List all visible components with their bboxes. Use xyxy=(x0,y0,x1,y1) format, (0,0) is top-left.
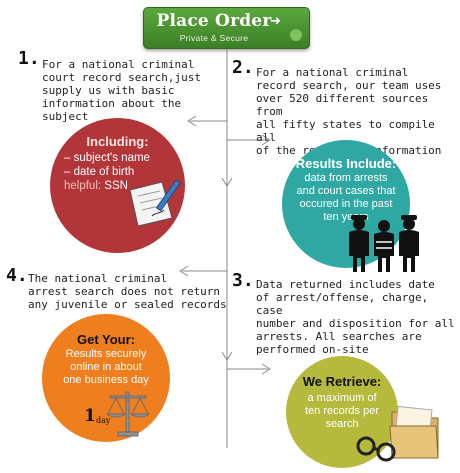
step3-text: Data returned includes date of arrest/of… xyxy=(256,278,456,356)
including-title: Including: xyxy=(86,134,149,149)
results-include-title: Results Include: xyxy=(295,156,397,171)
step2-number: 2. xyxy=(232,57,254,78)
we-retrieve-line: a maximum of xyxy=(307,392,377,404)
document-pen-icon xyxy=(129,179,181,227)
place-order-button[interactable]: Place Order ➜ Private & Secure xyxy=(143,7,310,49)
get-your-line: one business day xyxy=(63,374,149,386)
including-item: – date of birth xyxy=(64,166,135,178)
results-line: occured in the past xyxy=(299,198,393,210)
step3-line: performed on-site xyxy=(256,343,369,356)
results-line: and court cases that xyxy=(296,185,396,197)
get-your-line: Results securely xyxy=(65,348,147,360)
helpful-value: SSN xyxy=(104,180,128,192)
step2-line: over 520 different sources from xyxy=(256,92,429,118)
step4-circle: Get Your: Results securely online in abo… xyxy=(42,314,170,442)
step4-number: 4. xyxy=(6,265,28,286)
results-line: data from arrests xyxy=(304,172,388,184)
step3-line: number and disposition for all xyxy=(256,317,455,330)
step4-text: The national criminal arrest search does… xyxy=(28,272,228,311)
step4-line: The national criminal xyxy=(28,272,168,285)
step1-line: supply us with basic xyxy=(42,84,175,97)
including-list: – subject's name – date of birth helpful… xyxy=(64,151,150,193)
step4-line: any juvenile or sealed records xyxy=(28,298,227,311)
we-retrieve-body: a maximum of ten records per search xyxy=(286,392,398,431)
we-retrieve-title: We Retrieve: xyxy=(302,374,382,389)
one-day-word: day xyxy=(96,416,111,425)
one-day-number: 1 xyxy=(84,406,96,426)
step1-line: subject xyxy=(42,110,89,123)
step2-text: For a national criminal record search, o… xyxy=(256,66,456,157)
step3-number: 3. xyxy=(232,270,254,291)
helpful-label: helpful: xyxy=(64,180,102,192)
step1-text: For a national criminal court record sea… xyxy=(42,58,222,123)
police-arrest-icon xyxy=(349,215,419,272)
step1-line: court record search,just xyxy=(42,71,201,84)
step2-line: all fifty states to compile all xyxy=(256,118,435,144)
arrow-right-icon: ➜ xyxy=(270,14,281,29)
step2-line: record search, our team uses xyxy=(256,79,442,92)
checkmark-badge-icon xyxy=(290,29,302,41)
get-your-title: Get Your: xyxy=(76,332,136,347)
get-your-line: online in about xyxy=(70,361,142,373)
helpful-row: helpful: SSN xyxy=(64,179,150,193)
step1-circle: Including: – subject's name – date of bi… xyxy=(50,118,185,253)
step2-line: For a national criminal xyxy=(256,66,409,79)
step3-line: of arrest/offense, charge, case xyxy=(256,291,429,317)
step1-number: 1. xyxy=(18,48,40,69)
step1-line: information about the xyxy=(42,97,182,110)
get-your-body: Results securely online in about one bus… xyxy=(42,348,170,387)
step3-line: Data returned includes date xyxy=(256,278,435,291)
step1-line: For a national criminal xyxy=(42,58,195,71)
step4-line: arrest search does not return xyxy=(28,285,221,298)
folder-handcuffs-icon xyxy=(356,405,439,462)
place-order-label: Place Order xyxy=(156,11,272,31)
scales-of-justice-icon xyxy=(106,391,150,437)
we-retrieve-line: search xyxy=(325,418,359,430)
private-secure-label: Private & Secure xyxy=(179,33,249,43)
we-retrieve-line: ten records per xyxy=(305,405,379,417)
including-item: – subject's name xyxy=(64,152,150,164)
results-include-body: data from arrests and court cases that o… xyxy=(282,172,410,224)
step3-line: arrests. All searches are xyxy=(256,330,422,343)
